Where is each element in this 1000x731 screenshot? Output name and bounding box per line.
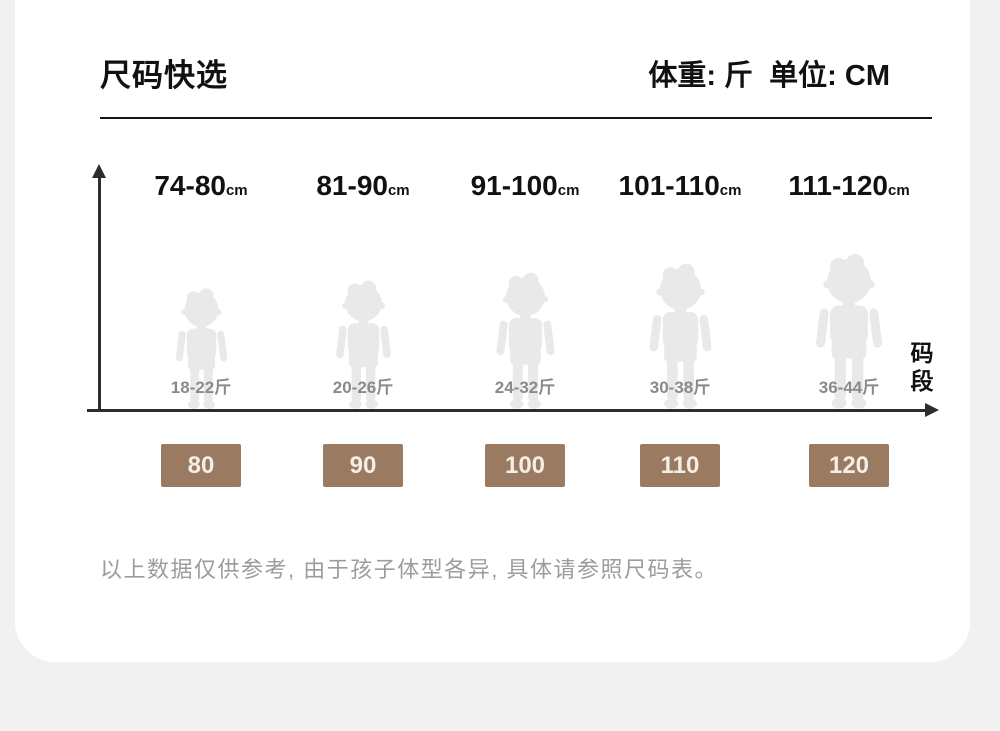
child-silhouette-icon [811,251,887,410]
size-badge-120: 120 [809,444,889,487]
weight-range-label: 36-44斤 [818,378,880,397]
size-badge-80: 80 [161,444,241,487]
child-silhouette-icon [492,270,559,410]
height-range-label: 111-120cm [749,170,949,202]
weight-range-label: 24-32斤 [494,378,556,397]
height-unit: cm [719,182,742,199]
x-axis-arrow-icon [925,403,939,417]
weight-range-label: 30-38斤 [649,378,711,397]
unit-info-label: 体重: 斤 单位: CM [648,60,890,92]
height-range-value: 81-90 [316,170,388,201]
height-unit: cm [225,182,248,199]
y-axis-arrow-icon [92,164,106,178]
height-range-value: 74-80 [154,170,226,201]
height-range-label: 91-100cm [425,170,625,202]
disclaimer-note: 以上数据仅供参考, 由于孩子体型各异, 具体请参照尺码表。 [100,557,718,582]
height-range-value: 101-110 [618,170,720,201]
weight-range-label: 20-26斤 [332,378,394,397]
height-range-value: 91-100 [470,170,558,201]
height-unit: cm [557,182,580,199]
x-axis-label: 码段 [910,340,934,394]
size-chart-card: 尺码快选 体重: 斤 单位: CM 码段 74-80cm 81-90cm 91-… [15,0,970,662]
child-silhouette-icon [332,278,395,410]
page-title: 尺码快选 [100,58,228,93]
height-range-label: 101-110cm [580,170,780,202]
size-badge-100: 100 [485,444,565,487]
height-range-label: 81-90cm [263,170,463,202]
child-silhouette-icon [645,260,716,410]
height-range-label: 74-80cm [101,170,301,202]
x-axis-line [87,409,925,412]
height-range-value: 111-120 [788,170,888,201]
height-unit: cm [887,182,910,199]
size-badge-90: 90 [323,444,403,487]
height-unit: cm [387,182,410,199]
y-axis-line [98,178,101,411]
header-divider [100,117,932,119]
child-silhouette-icon [172,286,231,410]
size-badge-110: 110 [640,444,720,487]
weight-range-label: 18-22斤 [170,378,232,397]
